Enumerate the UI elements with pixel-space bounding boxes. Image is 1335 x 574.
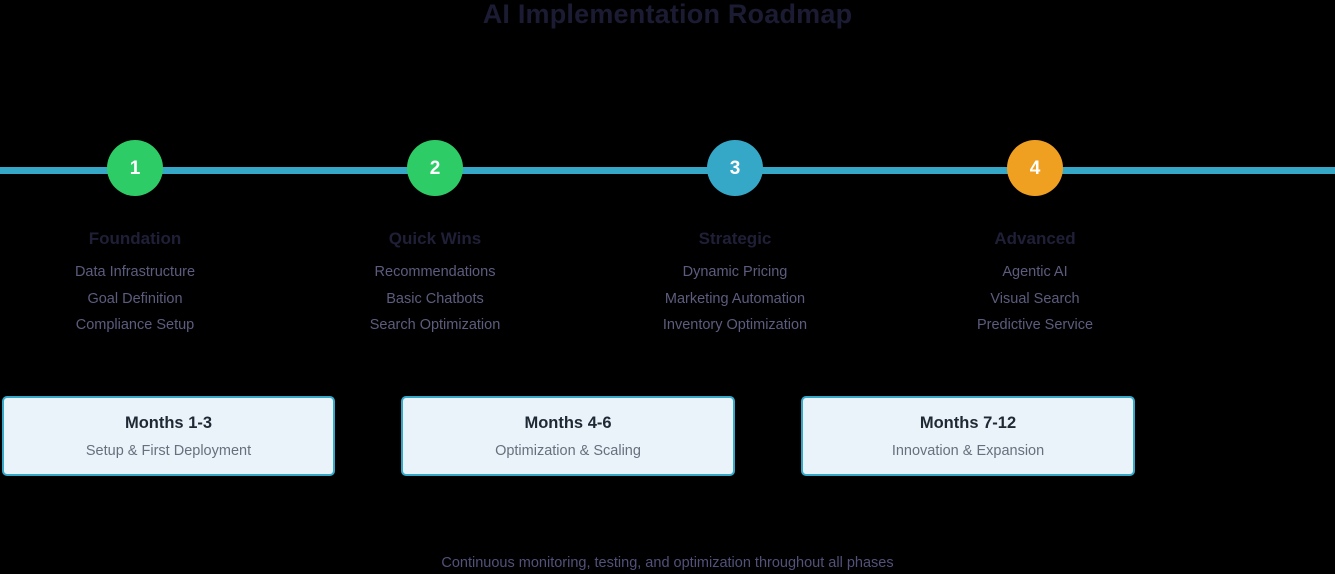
- period-subtitle: Innovation & Expansion: [891, 442, 1045, 459]
- period-box-3[interactable]: Months 7-12 Innovation & Expansion: [801, 396, 1135, 476]
- phase-item: Predictive Service: [976, 317, 1094, 333]
- phase-items-1: Data Infrastructure Goal Definition Comp…: [0, 259, 285, 339]
- footer-note: Continuous monitoring, testing, and opti…: [441, 555, 894, 571]
- phase-item: Marketing Automation: [664, 290, 806, 307]
- period-title: Months 1-3: [124, 413, 213, 432]
- phase-marker-3[interactable]: 3: [707, 140, 763, 196]
- phase-name-1: Foundation: [88, 229, 182, 248]
- phase-item: Agentic AI: [1002, 264, 1068, 280]
- phase-item: Visual Search: [990, 290, 1080, 307]
- phase-marker-2[interactable]: 2: [407, 140, 463, 196]
- phase-item: Basic Chatbots: [386, 290, 484, 307]
- phase-marker-4[interactable]: 4: [1007, 140, 1063, 196]
- phase-item: Search Optimization: [369, 317, 501, 333]
- phase-marker-number-3: 3: [729, 157, 741, 179]
- timeline-axis-line: [0, 167, 1335, 174]
- phase-name-3: Strategic: [698, 229, 772, 248]
- phase-items-3: Dynamic Pricing Marketing Automation Inv…: [585, 259, 885, 339]
- period-title: Months 4-6: [524, 413, 612, 432]
- phase-items-2: Recommendations Basic Chatbots Search Op…: [285, 259, 585, 339]
- phase-item: Goal Definition: [87, 290, 183, 307]
- phase-item: Inventory Optimization: [662, 317, 808, 333]
- phase-marker-number-4: 4: [1029, 157, 1041, 179]
- phase-marker-1[interactable]: 1: [107, 140, 163, 196]
- phase-marker-number-2: 2: [429, 157, 441, 179]
- period-subtitle: Setup & First Deployment: [85, 442, 252, 459]
- period-box-1[interactable]: Months 1-3 Setup & First Deployment: [2, 396, 335, 476]
- phase-column-2[interactable]: 2 Quick Wins Recommendations Basic Chatb…: [285, 140, 585, 339]
- phase-items-4: Agentic AI Visual Search Predictive Serv…: [885, 259, 1185, 339]
- phase-name-4: Advanced: [994, 229, 1076, 248]
- phase-item: Dynamic Pricing: [682, 264, 788, 280]
- phase-item: Recommendations: [374, 264, 496, 280]
- phase-item: Data Infrastructure: [74, 264, 196, 280]
- period-subtitle: Optimization & Scaling: [495, 442, 641, 459]
- page-title: AI Implementation Roadmap: [482, 0, 853, 29]
- phase-marker-number-1: 1: [129, 157, 141, 179]
- phase-name-2: Quick Wins: [388, 229, 482, 248]
- phase-column-3[interactable]: 3 Strategic Dynamic Pricing Marketing Au…: [585, 140, 885, 339]
- phase-column-4[interactable]: 4 Advanced Agentic AI Visual Search Pred…: [885, 140, 1185, 339]
- period-title: Months 7-12: [919, 413, 1017, 432]
- phase-column-1[interactable]: 1 Foundation Data Infrastructure Goal De…: [0, 140, 285, 339]
- phase-item: Compliance Setup: [75, 317, 195, 333]
- period-box-2[interactable]: Months 4-6 Optimization & Scaling: [401, 396, 735, 476]
